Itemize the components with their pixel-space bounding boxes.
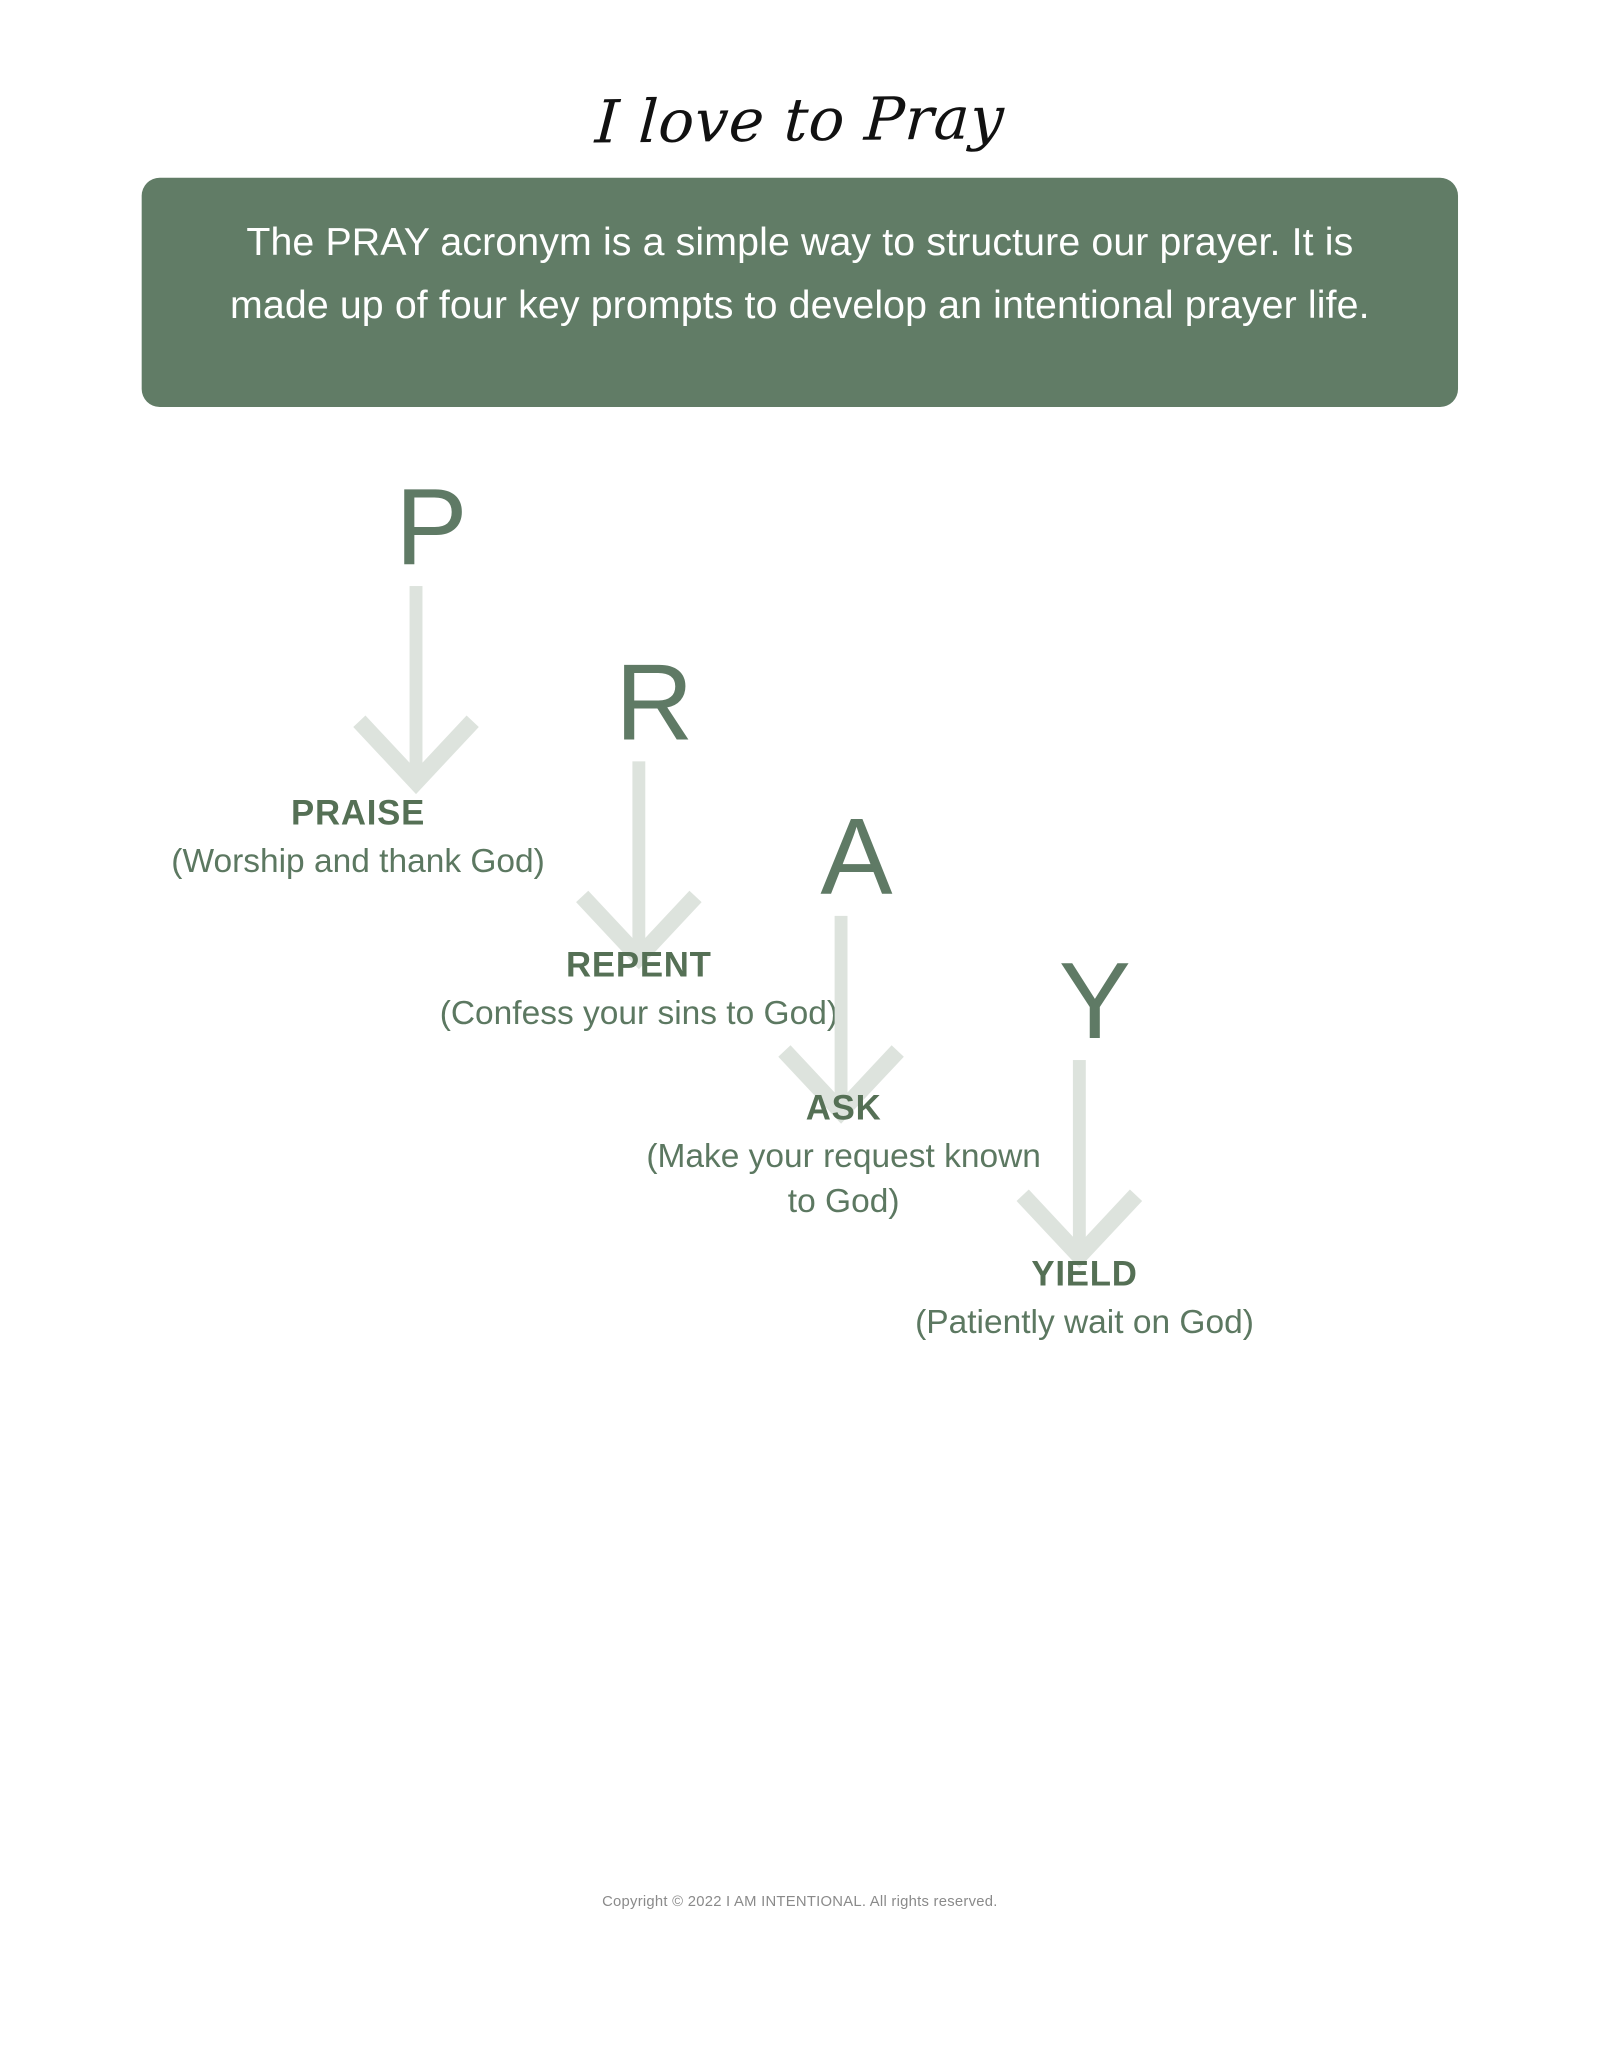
step-letter-p: P <box>395 466 468 588</box>
step-title-repent: REPENT <box>565 945 712 985</box>
step-label-ask: ASK (Make your request known to God) <box>631 1087 1056 1223</box>
step-letter-y: Y <box>1058 940 1131 1062</box>
step-subtitle-ask: (Make your request known to God) <box>646 1135 1041 1220</box>
step-letter-a: A <box>820 795 893 918</box>
page-title: I love to Pray <box>593 82 1007 157</box>
step-title-yield: YIELD <box>1031 1254 1138 1294</box>
copyright-notice: Copyright © 2022 I AM INTENTIONAL. All r… <box>602 1894 998 1911</box>
page-canvas: I love to Pray The PRAY acronym is a sim… <box>141 82 1459 1911</box>
down-arrow-icon-repent <box>562 761 717 986</box>
step-subtitle-repent: (Confess your sins to God) <box>439 992 838 1032</box>
intro-banner: The PRAY acronym is a simple way to stru… <box>141 177 1459 408</box>
step-subtitle-yield: (Patiently wait on God) <box>915 1301 1254 1341</box>
step-subtitle-praise: (Worship and thank God) <box>171 840 545 880</box>
step-label-repent: REPENT (Confess your sins to God) <box>420 944 858 1035</box>
step-title-praise: PRAISE <box>291 793 426 833</box>
step-label-praise: PRAISE (Worship and thank God) <box>158 792 557 883</box>
intro-banner-text: The PRAY acronym is a simple way to stru… <box>230 220 1370 328</box>
down-arrow-icon-ask <box>764 915 919 1141</box>
step-label-yield: YIELD (Patiently wait on God) <box>866 1253 1304 1344</box>
down-arrow-icon-praise <box>339 586 494 811</box>
step-title-ask: ASK <box>805 1088 882 1127</box>
step-letter-r: R <box>615 641 694 763</box>
down-arrow-icon-yield <box>1002 1060 1157 1285</box>
